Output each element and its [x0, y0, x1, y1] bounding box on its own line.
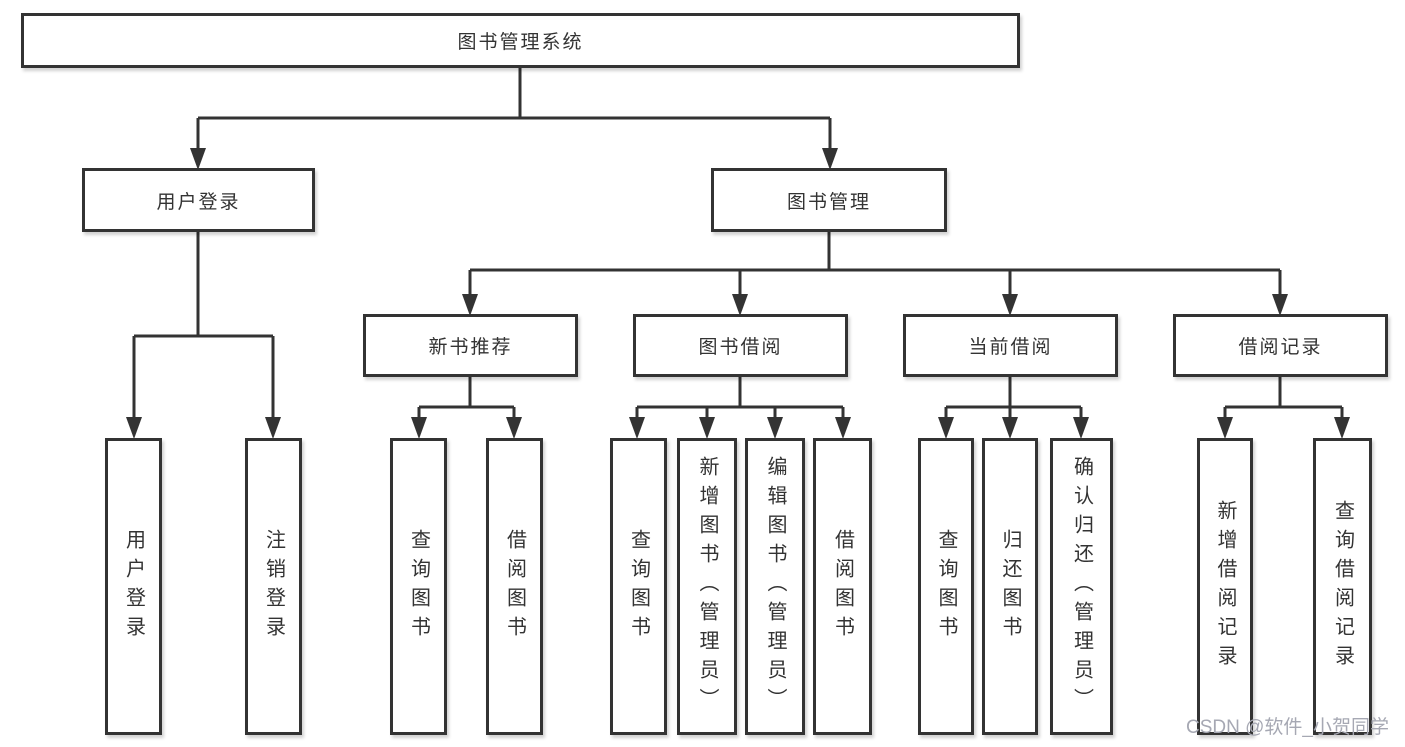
connector-bookmgmt-to-level3 — [468, 232, 1282, 297]
node-label: 注销登录 — [262, 528, 285, 645]
arrow-icon — [126, 417, 142, 439]
node-user-login: 用户登录 — [82, 168, 315, 232]
node-new-book-recommend: 新书推荐 — [363, 314, 578, 377]
connector-current-to-leaves — [944, 377, 1083, 420]
node-current-borrowing: 当前借阅 — [903, 314, 1118, 377]
connector-borrowing-to-leaves — [635, 377, 845, 420]
arrow-icon — [1002, 294, 1018, 316]
leaf-add-borrow-record: 新增借阅记录 — [1197, 438, 1253, 735]
leaf-confirm-return-admin: 确认归还（管理员） — [1050, 438, 1113, 735]
node-root-system: 图书管理系统 — [21, 13, 1020, 68]
leaf-query-borrow-record: 查询借阅记录 — [1313, 438, 1372, 735]
arrow-icon — [1272, 294, 1288, 316]
leaf-user-login: 用户登录 — [105, 438, 162, 735]
leaf-query-books-3: 查询图书 — [918, 438, 974, 735]
node-label: 当前借阅 — [968, 337, 1053, 358]
arrow-icon — [732, 294, 748, 316]
arrow-icon — [411, 417, 427, 439]
node-label: 图书管理 — [786, 191, 871, 213]
leaf-logout: 注销登录 — [245, 438, 302, 735]
leaf-query-books-1: 查询图书 — [390, 438, 447, 735]
connector-newbooks-to-leaves — [417, 377, 516, 420]
node-label: 图书管理系统 — [457, 32, 584, 53]
leaf-return-books: 归还图书 — [982, 438, 1038, 735]
node-label: 查询图书 — [407, 528, 430, 645]
node-label: 查询图书 — [935, 528, 957, 645]
node-book-management: 图书管理 — [711, 168, 947, 232]
node-label: 借阅图书 — [503, 528, 526, 645]
connector-records-to-leaves — [1223, 377, 1344, 420]
arrow-icon — [1334, 417, 1350, 439]
connector-userlogin-to-leaves — [132, 232, 275, 420]
arrow-icon — [1073, 417, 1089, 439]
arrow-icon — [835, 417, 851, 439]
arrow-icon — [822, 148, 838, 170]
arrow-icon — [629, 417, 645, 439]
arrow-icon — [1217, 417, 1233, 439]
node-label: 查询借阅记录 — [1331, 499, 1354, 674]
arrow-icon — [767, 417, 783, 439]
arrow-icon — [938, 417, 954, 439]
node-label: 借阅记录 — [1238, 337, 1323, 358]
node-label: 用户登录 — [122, 528, 145, 645]
node-label: 归还图书 — [999, 528, 1021, 645]
csdn-watermark: CSDN @软件_小贺同学 — [1186, 717, 1389, 738]
leaf-borrow-books-2: 借阅图书 — [813, 438, 872, 735]
connector-root-to-level2 — [196, 68, 832, 152]
node-label: 借阅图书 — [831, 528, 854, 645]
node-label: 图书借阅 — [698, 337, 783, 358]
node-label: 新增图书（管理员） — [696, 456, 718, 717]
arrow-icon — [462, 294, 478, 316]
node-label: 编辑图书（管理员） — [764, 456, 786, 717]
arrow-icon — [1002, 417, 1018, 439]
leaf-add-books-admin: 新增图书（管理员） — [677, 438, 737, 735]
arrow-icon — [190, 148, 206, 170]
leaf-query-books-2: 查询图书 — [610, 438, 667, 735]
leaf-borrow-books-1: 借阅图书 — [486, 438, 543, 735]
node-book-borrowing: 图书借阅 — [633, 314, 848, 377]
node-label: 新增借阅记录 — [1214, 499, 1236, 674]
leaf-edit-books-admin: 编辑图书（管理员） — [745, 438, 805, 735]
arrow-icon — [265, 417, 281, 439]
arrow-icon — [506, 417, 522, 439]
node-label: 确认归还（管理员） — [1070, 456, 1093, 717]
node-label: 查询图书 — [627, 528, 650, 645]
node-label: 用户登录 — [156, 191, 241, 213]
node-label: 新书推荐 — [428, 337, 513, 358]
node-borrowing-records: 借阅记录 — [1173, 314, 1388, 377]
arrow-icon — [699, 417, 715, 439]
